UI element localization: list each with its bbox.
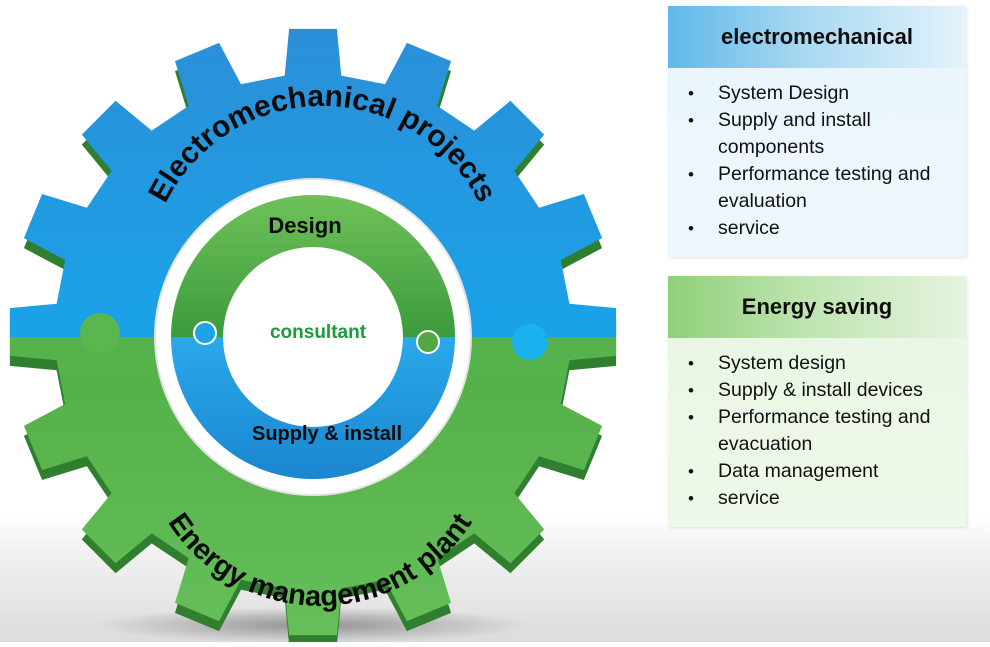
inner-knob-left: [193, 321, 217, 345]
list-item: System design: [688, 350, 948, 377]
inner-ring-bottom: [171, 337, 455, 479]
panel-list: System design Supply & install devices P…: [668, 338, 966, 512]
list-item: Performance testing and evacuation: [688, 404, 948, 458]
energy-saving-panel: Energy saving System design Supply & ins…: [668, 276, 966, 527]
panel-title: Energy saving: [668, 276, 966, 338]
list-item: Data management: [688, 458, 948, 485]
inner-ring-top: [171, 195, 455, 337]
inner-knob-right: [416, 330, 440, 354]
puzzle-knob-left: [80, 313, 120, 353]
inner-top-label: Design: [268, 213, 341, 238]
inner-bottom-label: Supply & install: [252, 423, 402, 445]
center-circle: [225, 249, 401, 425]
puzzle-knob-right: [512, 324, 548, 360]
list-item: System Design: [688, 80, 948, 107]
gear-graphic: Electromechanical projects Energy manage…: [9, 28, 617, 646]
list-item: Supply & install devices: [688, 377, 948, 404]
electromechanical-panel: electromechanical System Design Supply a…: [668, 6, 966, 257]
list-item: Performance testing and evaluation: [688, 161, 948, 215]
center-label: consultant: [270, 322, 367, 343]
list-item: Supply and install components: [688, 107, 948, 161]
list-item: service: [688, 485, 948, 512]
panel-title: electromechanical: [668, 6, 966, 68]
gear-diagram: Electromechanical projects Energy manage…: [9, 28, 617, 646]
list-item: service: [688, 215, 948, 242]
panel-list: System Design Supply and install compone…: [668, 68, 966, 242]
